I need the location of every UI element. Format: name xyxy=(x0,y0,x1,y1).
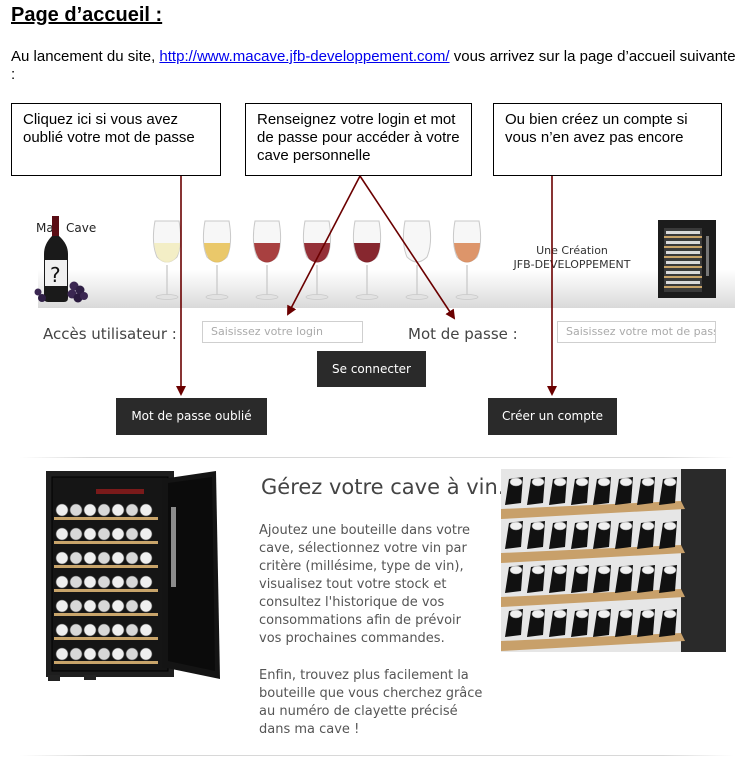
wine-glass-icon xyxy=(402,220,432,300)
wine-glass-icon xyxy=(452,220,482,300)
svg-text:?: ? xyxy=(50,263,61,287)
fridge-shelf xyxy=(54,527,158,544)
password-input[interactable]: Saisissez votre mot de passe xyxy=(557,321,716,343)
intro-text-before: Au lancement du site, xyxy=(11,48,160,65)
cellar-thumbnail-icon xyxy=(658,220,716,298)
callout-create-account: Ou bien créez un compte si vous n’en ave… xyxy=(493,103,722,176)
credit-line-2: JFB-DEVELOPPEMENT xyxy=(513,258,631,271)
wine-glasses-illustration xyxy=(152,220,482,300)
credit-line-1: Une Création xyxy=(536,244,608,257)
password-label: Mot de passe : xyxy=(408,325,518,343)
intro-text-after: vous arrivez sur la page d’accueil suiva… xyxy=(11,48,736,83)
section-title: Gérez votre cave à vin. xyxy=(261,475,505,499)
bottle-row xyxy=(501,609,685,651)
wine-bottles-photo xyxy=(501,469,726,652)
fridge-shelf xyxy=(54,647,158,664)
callout-forgot-password: Cliquez ici si vous avez oublié votre mo… xyxy=(11,103,221,176)
fridge-shelf xyxy=(54,503,158,520)
fridge-shelf xyxy=(54,551,158,568)
site-logo-bottle-icon: ? xyxy=(34,216,88,303)
section-separator-top xyxy=(20,457,734,458)
create-account-button[interactable]: Créer un compte xyxy=(488,398,617,435)
section-paragraph-2: Enfin, trouvez plus facilement la boutei… xyxy=(259,668,483,737)
wine-glass-icon xyxy=(202,220,232,300)
logo-text-left: Ma xyxy=(36,221,54,235)
document-title: Page d’accueil : xyxy=(11,4,163,26)
callout-login: Renseignez votre login et mot de passe p… xyxy=(245,103,472,176)
section-paragraph-1: Ajoutez une bouteille dans votre cave, s… xyxy=(259,523,471,646)
section-separator-bottom xyxy=(20,755,734,756)
wine-glass-icon xyxy=(252,220,282,300)
login-input[interactable]: Saisissez votre login xyxy=(202,321,363,343)
connect-button[interactable]: Se connecter xyxy=(317,351,426,387)
bottle-row xyxy=(501,521,685,563)
forgot-password-button[interactable]: Mot de passe oublié xyxy=(116,398,267,435)
user-access-label: Accès utilisateur : xyxy=(43,325,177,343)
logo-text-right: Cave xyxy=(66,221,97,235)
wine-fridge-image xyxy=(46,471,220,681)
site-credit: Une Création JFB-DEVELOPPEMENT xyxy=(507,244,637,272)
fridge-shelf xyxy=(54,599,158,616)
fridge-shelf xyxy=(54,623,158,640)
wine-glass-icon xyxy=(302,220,332,300)
intro-paragraph: Au lancement du site, http://www.macave.… xyxy=(11,48,741,84)
bottle-row xyxy=(501,477,685,519)
fridge-shelf xyxy=(54,575,158,592)
wine-glass-icon xyxy=(352,220,382,300)
bottle-row xyxy=(501,565,685,607)
site-link[interactable]: http://www.macave.jfb-developpement.com/ xyxy=(159,48,450,65)
wine-glass-icon xyxy=(152,220,182,300)
